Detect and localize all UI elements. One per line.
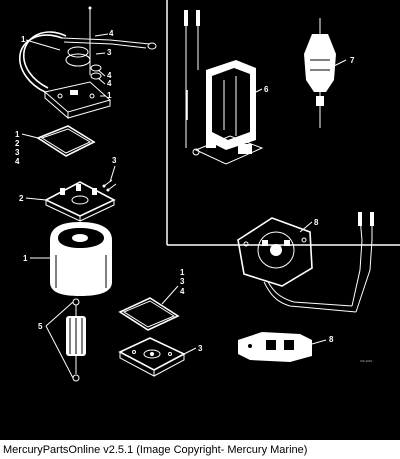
callout-3: 3 bbox=[15, 148, 20, 157]
screws-small bbox=[102, 165, 117, 192]
callout-1: 1 bbox=[180, 268, 185, 277]
leaders-top bbox=[25, 33, 109, 97]
callout-3: 3 bbox=[112, 156, 117, 165]
exploded-parts-diagram: VIII-1001 1 4 3 4 4 1 1 2 3 4 3 2 1 1 3 … bbox=[0, 0, 400, 440]
diagram-background bbox=[0, 0, 400, 440]
gasket-lower bbox=[118, 285, 180, 331]
callout-4: 4 bbox=[107, 71, 112, 80]
callout-1: 1 bbox=[15, 130, 20, 139]
motor-housing bbox=[30, 222, 112, 296]
callout-7: 7 bbox=[350, 56, 355, 65]
callout-3: 3 bbox=[180, 277, 185, 286]
callout-2: 2 bbox=[19, 194, 24, 203]
terminal-block: VIII-1001 bbox=[238, 332, 373, 363]
callout-2: 2 bbox=[15, 139, 20, 148]
gasket-upper bbox=[21, 125, 96, 157]
callout-1: 1 bbox=[107, 91, 112, 100]
callout-4: 4 bbox=[180, 287, 185, 296]
callout-3: 3 bbox=[107, 48, 112, 57]
callout-5: 5 bbox=[38, 322, 43, 331]
callout-numbers: 1 4 3 4 4 1 1 2 3 4 3 2 1 1 3 4 5 3 6 7 … bbox=[15, 29, 355, 353]
callout-4: 4 bbox=[107, 79, 112, 88]
callout-1: 1 bbox=[23, 254, 28, 263]
callout-3: 3 bbox=[198, 344, 203, 353]
callout-4: 4 bbox=[109, 29, 114, 38]
armature bbox=[45, 298, 86, 382]
pump-motor-assembly bbox=[184, 10, 264, 165]
end-cap bbox=[118, 337, 197, 377]
callout-6: 6 bbox=[264, 85, 269, 94]
callout-8: 8 bbox=[329, 335, 334, 344]
diagram-reference-mark: VIII-1001 bbox=[360, 359, 373, 363]
solenoid-part bbox=[304, 18, 347, 128]
switch-plate-assembly bbox=[237, 212, 374, 313]
brush-plate bbox=[25, 181, 116, 222]
callout-1: 1 bbox=[21, 35, 26, 44]
cover-assembly-top bbox=[19, 6, 157, 120]
callout-4: 4 bbox=[15, 157, 20, 166]
callout-8: 8 bbox=[314, 218, 319, 227]
copyright-caption: MercuryPartsOnline v2.5.1 (Image Copyrig… bbox=[3, 444, 308, 456]
